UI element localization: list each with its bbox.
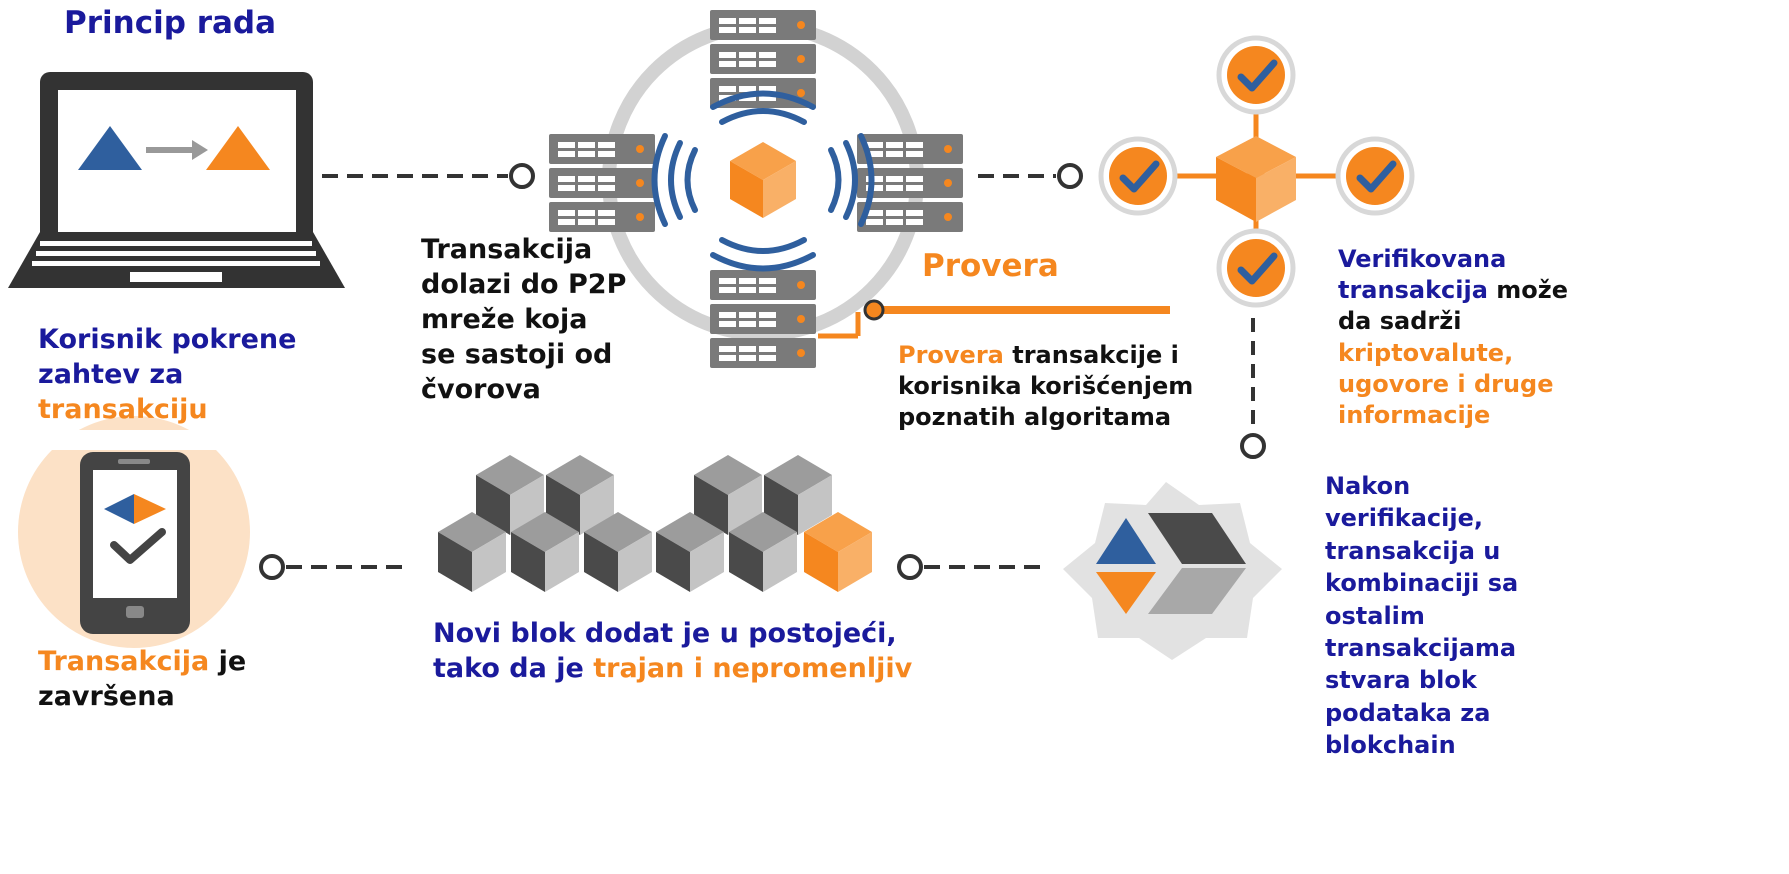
blockchain-blocks	[438, 455, 872, 592]
step5-line: kombinaciji sa	[1325, 569, 1519, 598]
checkmark-icon	[1338, 139, 1412, 213]
checkmark-icon	[1219, 38, 1293, 112]
step4-line6: informacije	[1338, 400, 1491, 429]
step7-line1: Transakcija je	[38, 644, 246, 679]
step6-line2: tako da je trajan i nepromenljiv	[433, 651, 912, 686]
step4-line4: kriptovalute,	[1338, 338, 1514, 367]
step3-line1: Provera transakcije i	[898, 340, 1193, 371]
step5-line: blokchain	[1325, 731, 1456, 760]
step-provera-description: Provera transakcije i korisnika korišćen…	[898, 340, 1193, 434]
smartphone-icon	[18, 416, 250, 648]
step2-line1: Transakcija	[421, 234, 593, 265]
laptop-icon	[8, 72, 345, 288]
step7-orange-word: Transakcija	[38, 646, 210, 677]
step3-line2: korisnika korišćenjem	[898, 372, 1194, 401]
step4-line5: ugovore i druge	[1338, 369, 1554, 398]
step4-line3: da sadrži	[1338, 307, 1462, 336]
step-p2p-label: Transakcija dolazi do P2P mreže koja se …	[421, 232, 626, 407]
step-user-request-label: Korisnik pokrene zahtev za transakciju	[38, 322, 296, 427]
step4-line1: Verifikovana	[1338, 245, 1507, 273]
p2p-network-icon	[549, 10, 963, 368]
step6-line1: Novi blok dodat je u postojeći,	[433, 618, 897, 649]
server-icon	[710, 270, 816, 368]
checkmark-icon	[1219, 231, 1293, 305]
verification-cluster	[1101, 38, 1412, 305]
step1-line3: transakciju	[38, 394, 208, 426]
page-title: Princip rada	[64, 5, 277, 41]
step5-line: transakcija u	[1325, 536, 1501, 565]
step3-line3: poznatih algoritama	[898, 403, 1172, 432]
connector-chain-phone	[259, 554, 408, 580]
step5-line: podataka za	[1325, 698, 1491, 727]
step-block-creation-label: Nakon verifikacije, transakcija u kombin…	[1325, 470, 1518, 762]
block-cube-icon	[804, 512, 872, 592]
connector-laptop-network	[322, 163, 535, 189]
wifi-signal-icon	[651, 90, 875, 272]
checkmark-icon	[1101, 139, 1175, 213]
step6-line2-blue: tako da je	[433, 653, 594, 685]
connector-network-check	[978, 163, 1083, 189]
step6-line2-orange: trajan i nepromenljiv	[593, 653, 913, 685]
step4-line2: transakcija može	[1338, 275, 1568, 306]
step2-line5: čvorova	[421, 374, 541, 406]
step4-line2-black: može	[1487, 276, 1569, 305]
connector-block-chain	[897, 554, 1048, 580]
step7-line2: završena	[38, 681, 175, 713]
step3-line1-rest: transakcije i	[1003, 341, 1179, 369]
step2-line3: mreže koja	[421, 304, 588, 336]
provera-connector	[818, 299, 1170, 339]
provera-heading: Provera	[922, 248, 1059, 284]
step5-line: transakcijama	[1325, 633, 1517, 662]
step-verified-label: Verifikovana transakcija može da sadrži …	[1338, 244, 1568, 431]
step1-line2: zahtev za	[38, 359, 184, 391]
step5-line: ostalim	[1325, 601, 1425, 630]
step1-line1: Korisnik pokrene	[38, 324, 297, 355]
step4-line2-blue: transakcija	[1338, 276, 1488, 305]
step-transaction-complete-label: Transakcija je završena	[38, 644, 246, 714]
step-block-added-label: Novi blok dodat je u postojeći, tako da …	[433, 616, 912, 686]
gear-badge-icon	[1063, 482, 1282, 660]
step3-provera-word: Provera	[898, 341, 1004, 369]
step7-line1-rest: je	[209, 646, 247, 677]
step2-line2: dolazi do P2P	[421, 269, 627, 301]
cube-icon	[1216, 136, 1296, 222]
step2-line4: se sastoji od	[421, 339, 613, 371]
server-icon	[549, 134, 655, 232]
cube-icon	[730, 142, 796, 218]
step5-line: Nakon	[1325, 472, 1411, 500]
step5-line: stvara blok	[1325, 666, 1477, 695]
connector-check-block	[1240, 318, 1266, 459]
step5-line: verifikacije,	[1325, 504, 1484, 533]
